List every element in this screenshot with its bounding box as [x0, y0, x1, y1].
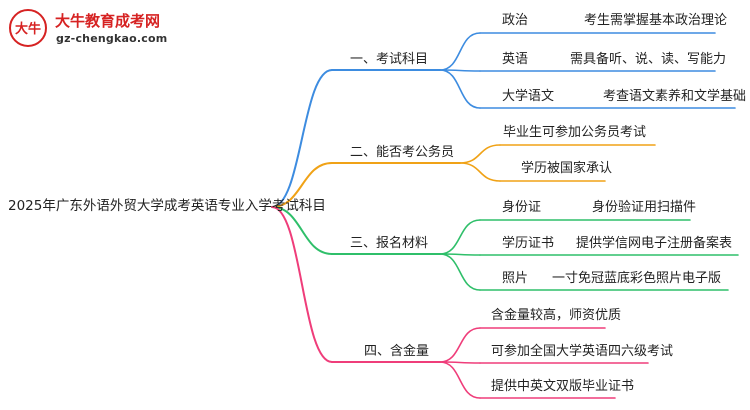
root-topic: 2025年广东外语外贸大学成考英语专业入学考试科目	[8, 198, 326, 214]
node-id-card-detail: 身份验证用扫描件	[592, 200, 697, 215]
brand-title: 大牛教育成考网	[55, 12, 161, 30]
node-recognized: 学历被国家承认	[521, 161, 613, 176]
node-photo-detail: 一寸免冠蓝底彩色照片电子版	[552, 271, 722, 286]
branch-connector	[271, 69, 333, 208]
node-photo: 照片	[502, 271, 529, 286]
child-connector	[459, 144, 501, 164]
child-connector	[439, 32, 481, 71]
brand-url: gz-chengkao.com	[56, 32, 168, 45]
branch-materials: 三、报名材料	[350, 236, 429, 251]
node-chinese: 大学语文	[502, 89, 555, 104]
node-politics-detail: 考生需掌握基本政治理论	[584, 13, 728, 28]
child-connector	[439, 69, 481, 109]
node-diploma-detail: 提供学信网电子注册备案表	[576, 236, 733, 251]
child-connector	[439, 219, 481, 255]
child-connector	[439, 361, 481, 399]
branch-connector	[271, 162, 333, 208]
brand-logo-icon: 大牛	[9, 9, 47, 47]
branch-connector	[271, 206, 333, 255]
child-connector	[439, 327, 481, 363]
node-civil-exam: 毕业生可参加公务员考试	[503, 125, 647, 140]
branch-connector	[271, 206, 333, 363]
branch-value: 四、含金量	[364, 344, 430, 359]
logo-mark: 大牛	[15, 21, 41, 37]
node-english-detail: 需具备听、说、读、写能力	[570, 52, 727, 67]
node-politics: 政治	[502, 13, 529, 28]
node-id-card: 身份证	[502, 200, 542, 215]
child-connector	[439, 253, 481, 291]
node-english: 英语	[502, 52, 529, 67]
child-connector	[459, 162, 501, 182]
node-value-cet: 可参加全国大学英语四六级考试	[491, 344, 674, 359]
branch-exam-subjects: 一、考试科目	[350, 52, 429, 67]
branch-civil-service: 二、能否考公务员	[350, 145, 455, 160]
node-diploma: 学历证书	[502, 236, 555, 251]
node-value-quality: 含金量较高，师资优质	[491, 308, 622, 323]
node-chinese-detail: 考查语文素养和文学基础	[603, 89, 747, 104]
node-value-diploma: 提供中英文双版毕业证书	[491, 379, 635, 394]
